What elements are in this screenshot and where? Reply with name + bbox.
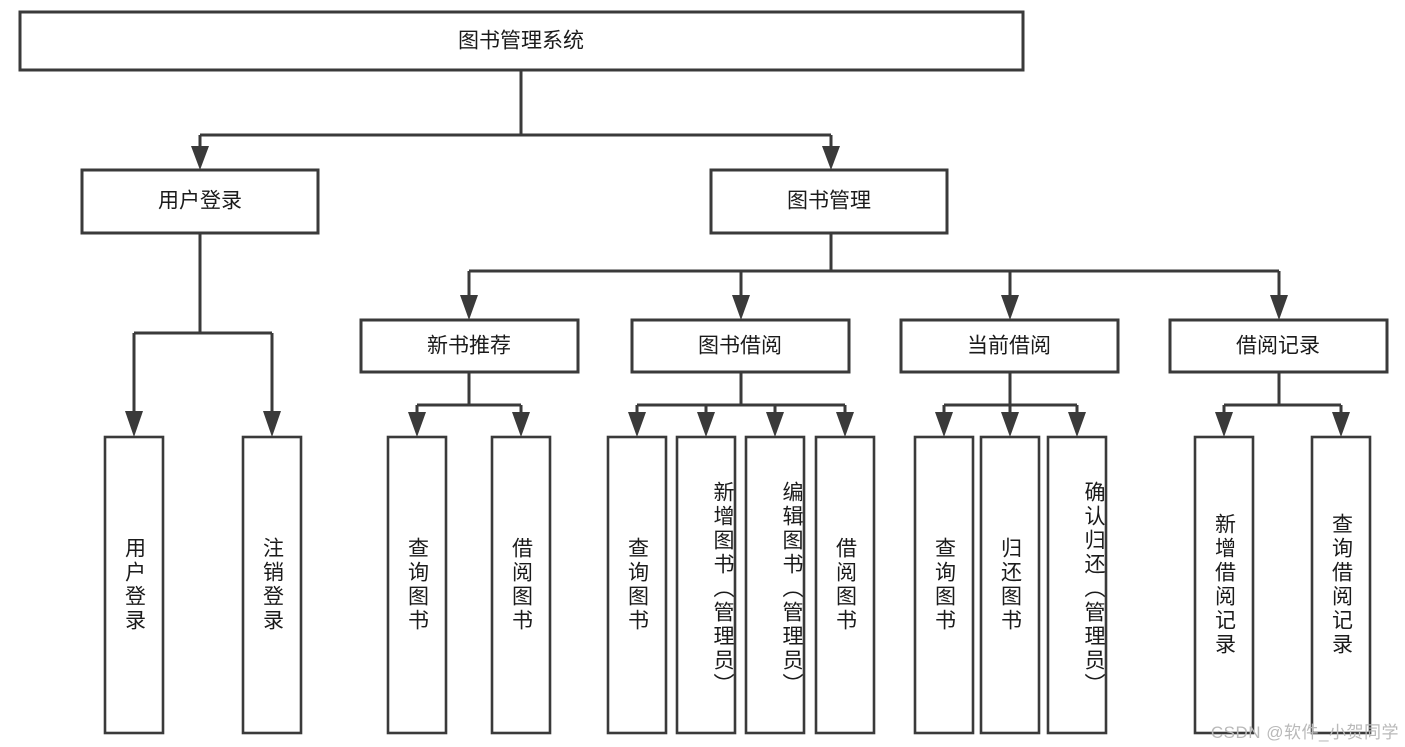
leaf-borrow-record-0[interactable] [1193, 435, 1255, 735]
node-borrow-record-label: 借阅记录 [1236, 335, 1320, 358]
arrow-head-icon [836, 412, 854, 437]
arrow-head-icon [822, 146, 840, 170]
node-user-login[interactable] [80, 168, 320, 235]
leaf-book-borrow-2[interactable] [744, 435, 806, 735]
arrow-head-icon [460, 295, 478, 320]
leaf-new-book-1[interactable] [490, 435, 552, 735]
connector-root-to-level2 [191, 70, 840, 170]
connector-borrow-record-to-leaves [1215, 372, 1350, 437]
node-book-management-label: 图书管理 [787, 190, 871, 213]
arrow-head-icon [263, 411, 281, 437]
node-book-borrow-label: 图书借阅 [698, 335, 782, 358]
leaf-borrow-record-1[interactable] [1310, 435, 1372, 735]
leaf-user-login-1[interactable] [241, 435, 303, 735]
connector-user-login-to-leaves [125, 233, 281, 437]
arrow-head-icon [512, 412, 530, 437]
connector-book-borrow-to-leaves [628, 372, 854, 437]
node-borrow-record[interactable] [1168, 318, 1389, 374]
arrow-head-icon [935, 412, 953, 437]
csdn-watermark: CSDN @软件_小贺同学 [1210, 723, 1399, 742]
arrow-head-icon [408, 412, 426, 437]
node-book-management[interactable] [709, 168, 949, 235]
node-root-system-label: 图书管理系统 [458, 30, 584, 53]
node-user-login-label: 用户登录 [158, 190, 242, 213]
node-current-borrow[interactable] [899, 318, 1120, 374]
node-new-book-recommend-label: 新书推荐 [427, 335, 511, 358]
arrow-head-icon [125, 411, 143, 437]
arrow-head-icon [1001, 295, 1019, 320]
leaf-current-borrow-0[interactable] [913, 435, 975, 735]
arrow-head-icon [1215, 412, 1233, 437]
node-current-borrow-label: 当前借阅 [967, 335, 1051, 358]
arrow-head-icon [1068, 412, 1086, 437]
arrow-head-icon [1001, 412, 1019, 437]
connector-current-borrow-to-leaves [935, 372, 1086, 437]
arrow-head-icon [766, 412, 784, 437]
leaf-current-borrow-1[interactable] [979, 435, 1041, 735]
arrow-head-icon [191, 146, 209, 170]
connector-new-book-to-leaves [408, 372, 530, 437]
arrow-head-icon [1332, 412, 1350, 437]
leaf-user-login-0[interactable] [103, 435, 165, 735]
leaf-new-book-0[interactable] [386, 435, 448, 735]
leaf-book-borrow-1[interactable] [675, 435, 737, 735]
arrow-head-icon [628, 412, 646, 437]
arrow-head-icon [1270, 295, 1288, 320]
leaf-current-borrow-2[interactable] [1046, 435, 1108, 735]
arrow-head-icon [732, 295, 750, 320]
connector-book-management-to-level3 [460, 233, 1288, 320]
leaf-book-borrow-3[interactable] [814, 435, 876, 735]
node-new-book-recommend[interactable] [359, 318, 580, 374]
arrow-head-icon [697, 412, 715, 437]
node-book-borrow[interactable] [630, 318, 851, 374]
node-root-system[interactable] [18, 10, 1025, 72]
leaf-book-borrow-0[interactable] [606, 435, 668, 735]
